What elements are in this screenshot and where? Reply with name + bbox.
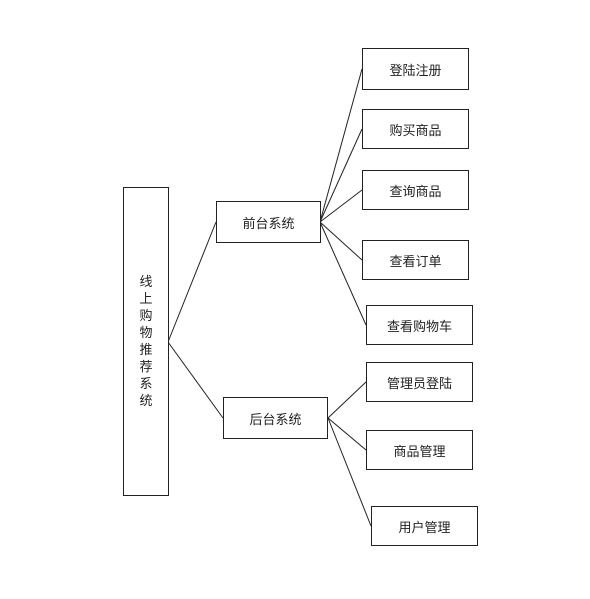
- root-char: 购: [139, 308, 153, 324]
- node-view-orders: 查看订单: [362, 240, 469, 280]
- root-char: 线: [139, 274, 153, 290]
- root-char: 荐: [139, 359, 153, 375]
- edge-frontend-query: [319, 189, 363, 223]
- node-admin-login: 管理员登陆: [366, 362, 473, 402]
- root-char: 统: [139, 393, 153, 409]
- root-label: 线上购物推荐系统: [139, 274, 152, 410]
- edge-backend-admin: [327, 381, 367, 419]
- node-buy-goods: 购买商品: [362, 109, 469, 149]
- root-char: 物: [139, 325, 153, 341]
- node-view-cart: 查看购物车: [366, 305, 473, 345]
- root-char: 系: [139, 376, 153, 392]
- node-goods-management: 商品管理: [366, 430, 473, 470]
- edge-frontend-cart: [319, 221, 367, 326]
- node-user-management: 用户管理: [371, 506, 478, 546]
- root-char: 推: [139, 342, 153, 358]
- edge-frontend-login: [319, 68, 363, 223]
- node-backend-system: 后台系统: [223, 397, 328, 439]
- edge-backend-goods: [327, 417, 367, 451]
- edge-backend-users: [327, 417, 372, 527]
- node-frontend-system: 前台系统: [216, 201, 321, 243]
- root-node: 线上购物推荐系统: [123, 187, 169, 496]
- node-login-register: 登陆注册: [362, 48, 469, 90]
- edge-frontend-orders: [319, 221, 363, 261]
- edge-frontend-buy: [319, 128, 363, 223]
- edge-root-frontend: [167, 221, 217, 343]
- node-query-goods: 查询商品: [362, 170, 469, 210]
- root-char: 上: [139, 291, 153, 307]
- edge-root-backend: [167, 341, 224, 419]
